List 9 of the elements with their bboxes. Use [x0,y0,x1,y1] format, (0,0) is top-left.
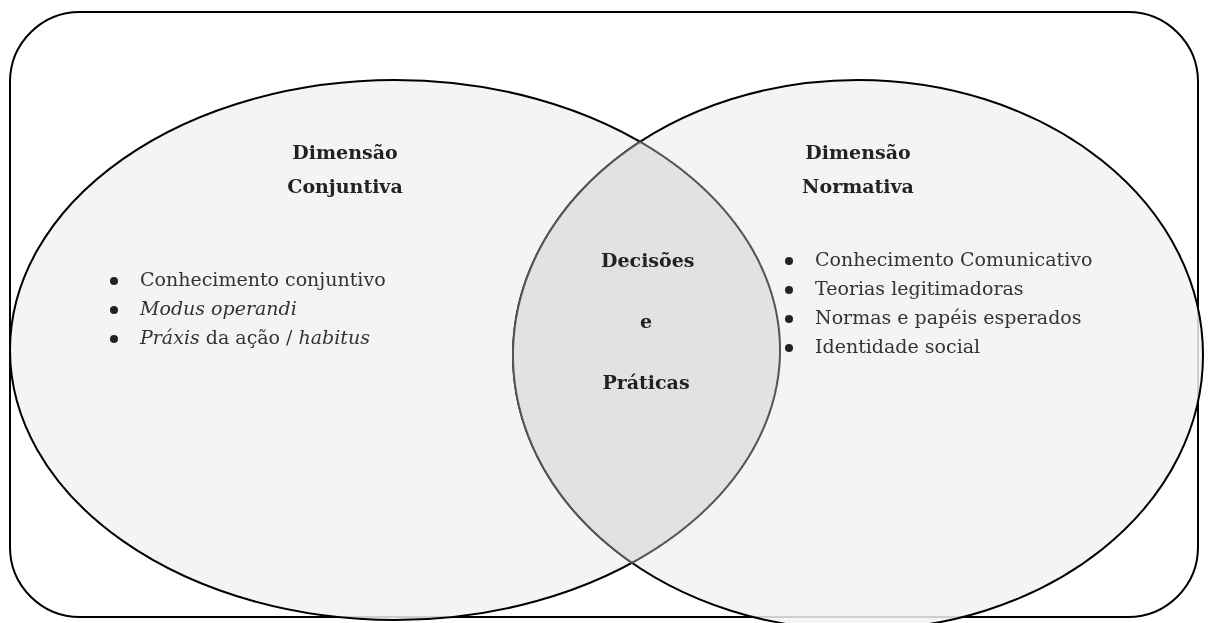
bullet-item: Práxis da ação / habitus [140,326,370,348]
bullet-item: Modus operandi [140,297,297,319]
bullet-item: Teorias legitimadoras [815,277,1024,299]
bullet-item: Conhecimento conjuntivo [140,268,386,290]
section-heading: Dimensão Conjuntiva [286,140,404,199]
section-heading: Dimensão Normativa [801,140,915,199]
bullet-item: Normas e papéis esperados [815,306,1082,328]
bullet-item: Identidade social [815,335,981,357]
bullet-item: Conhecimento Comunicativo [815,248,1093,270]
